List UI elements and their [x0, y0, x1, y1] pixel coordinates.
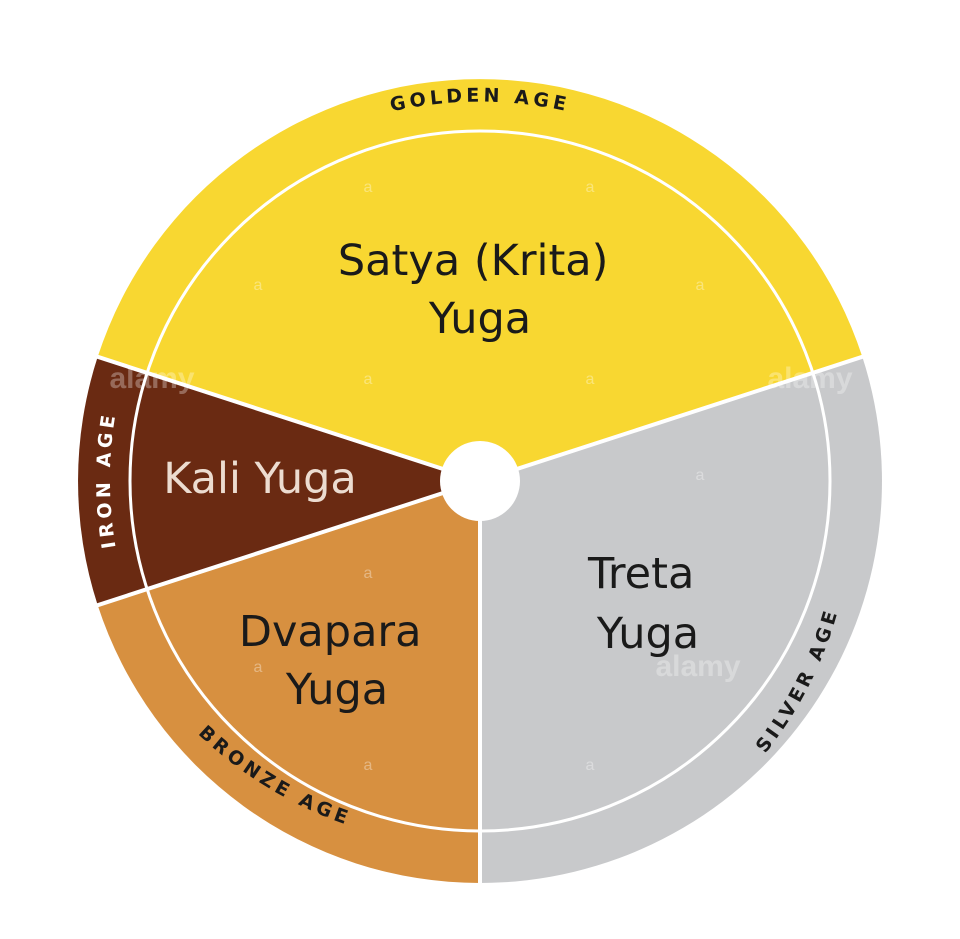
treta-yuga-label: Treta Yuga [587, 549, 708, 659]
watermark-layer: a a a a a a a a a a a alamy alamy alamy [109, 179, 852, 774]
dvapara-yuga-line-2: Yuga [285, 665, 388, 715]
sector-divider [95, 354, 481, 483]
watermark-mark: a [364, 179, 373, 196]
watermark-brand: alamy [767, 362, 852, 395]
treta-yuga-line-1: Treta [587, 549, 694, 599]
inner-ring-divider [128, 129, 832, 833]
dvapara-yuga-line-1: Dvapara [239, 607, 422, 657]
watermark-mark: a [586, 179, 595, 196]
watermark-mark: a [696, 467, 705, 484]
satya-yuga-label: Satya (Krita) Yuga [338, 236, 622, 344]
watermark-mark: a [364, 757, 373, 774]
satya-yuga-line-1: Satya (Krita) [338, 236, 609, 286]
kali-yuga-line-1: Kali Yuga [163, 454, 357, 504]
watermark-mark: a [586, 371, 595, 388]
watermark-brand: alamy [109, 362, 194, 395]
satya-sector [97, 79, 863, 482]
watermark-mark: a [586, 757, 595, 774]
center-hub [440, 441, 520, 521]
sector-divider [95, 479, 481, 608]
sectors-layer [78, 79, 882, 883]
dvapara-yuga-label: Dvapara Yuga [239, 607, 435, 715]
satya-yuga-line-2: Yuga [428, 294, 531, 344]
treta-yuga-line-2: Yuga [596, 609, 699, 659]
watermark-mark: a [696, 277, 705, 294]
sector-divider [479, 354, 865, 483]
dvapara-sector [97, 481, 480, 883]
treta-sector [480, 356, 882, 883]
dividers-layer [95, 354, 865, 885]
iron-age-label: IRON AGE [93, 410, 121, 550]
watermark-mark: a [254, 277, 263, 294]
watermark-mark: a [254, 659, 263, 676]
kali-yuga-label: Kali Yuga [163, 454, 357, 504]
watermark-mark: a [364, 371, 373, 388]
yuga-labels: Satya (Krita) Yuga Treta Yuga Dvapara Yu… [163, 236, 708, 715]
watermark-brand: alamy [655, 650, 740, 683]
inner-ring-layer [128, 129, 832, 833]
kali-sector [78, 356, 480, 606]
watermark-mark: a [364, 565, 373, 582]
